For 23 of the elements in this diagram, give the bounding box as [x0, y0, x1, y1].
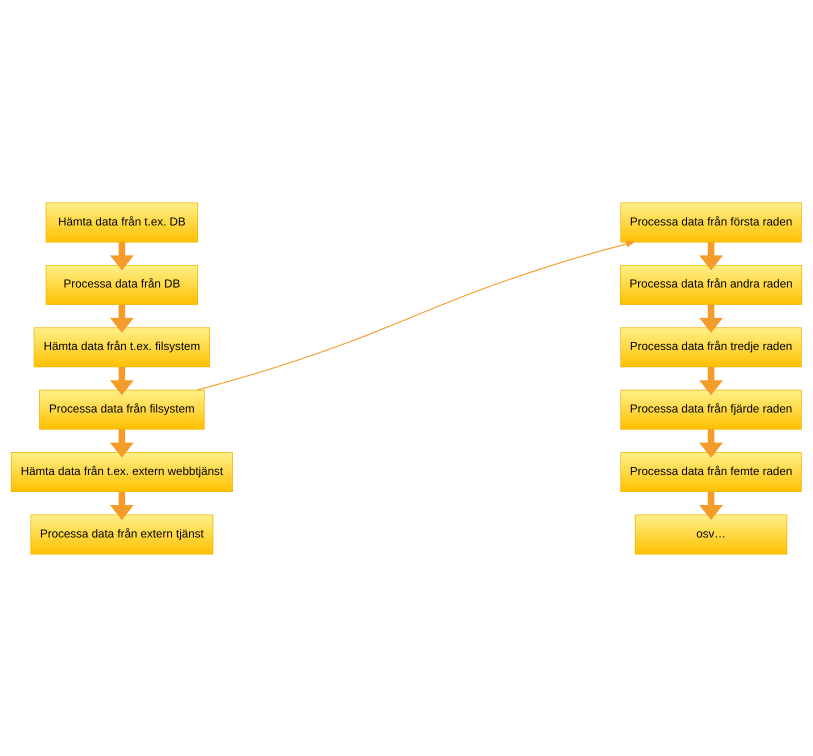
node-box: Processa data från tredje raden	[620, 326, 802, 367]
node-box: Processa data från andra raden	[620, 264, 802, 304]
arrow	[110, 366, 134, 395]
node-box: Hämta data från t.ex. filsystem	[34, 326, 210, 367]
arrow	[699, 242, 723, 270]
arrow	[699, 304, 723, 332]
arrow	[699, 428, 723, 458]
node-box: osv…	[634, 514, 788, 554]
arrow	[110, 304, 134, 332]
arrow	[699, 366, 723, 395]
node-box: Hämta data från t.ex. extern webbtjänst	[10, 452, 233, 492]
node-box: Processa data från DB	[46, 264, 198, 304]
arrow	[196, 240, 636, 390]
arrow	[110, 242, 134, 270]
arrow	[110, 491, 134, 520]
node-box: Processa data från fjärde raden	[620, 389, 802, 430]
arrow	[110, 428, 134, 458]
node-box: Hämta data från t.ex. DB	[46, 202, 198, 242]
arrow	[699, 491, 723, 520]
node-box: Processa data från första raden	[620, 202, 802, 242]
node-box: Processa data från extern tjänst	[30, 514, 214, 554]
node-box: Processa data från femte raden	[620, 452, 802, 492]
node-box: Processa data från filsystem	[39, 389, 205, 430]
